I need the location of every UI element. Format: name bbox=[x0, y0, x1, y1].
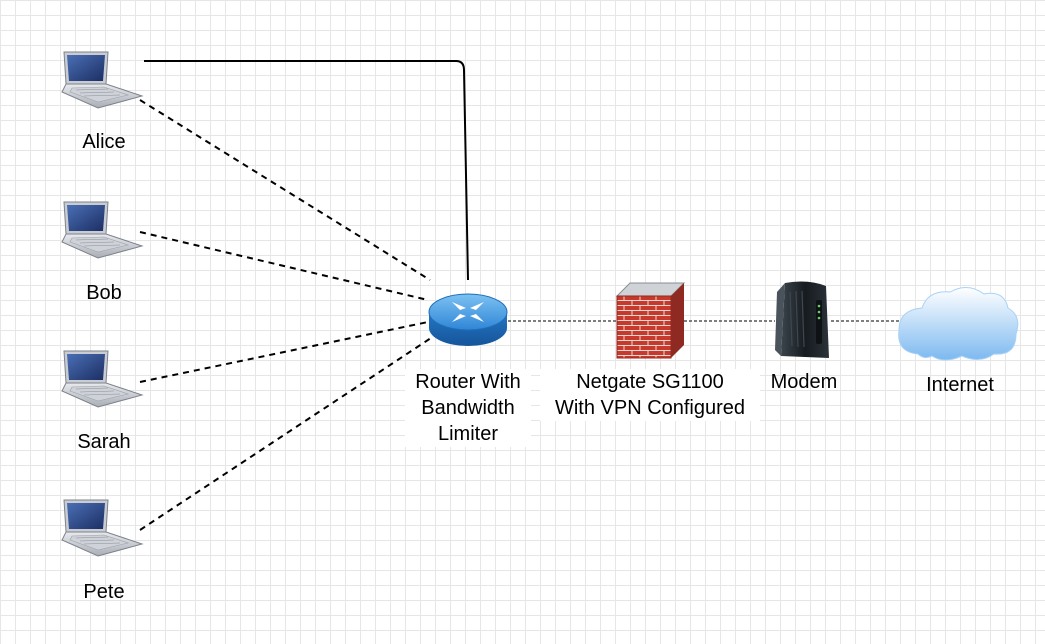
router-label: Router With Bandwidth Limiter bbox=[405, 369, 531, 447]
edge-alice-router bbox=[139, 99, 431, 281]
cloud-icon[interactable] bbox=[898, 287, 1019, 361]
firewall-icon[interactable] bbox=[615, 282, 686, 359]
firewall-label-line-2: With VPN Configured bbox=[554, 397, 746, 419]
laptop-icon[interactable] bbox=[61, 51, 143, 109]
bob-label: Bob bbox=[86, 282, 122, 304]
internet-label: Internet bbox=[926, 374, 994, 396]
modem-label: Modem bbox=[770, 371, 838, 393]
router-label-line-1: Router With bbox=[415, 371, 521, 393]
edge-alice-router-solid bbox=[144, 60, 469, 281]
laptop-icon[interactable] bbox=[61, 350, 143, 408]
sarah-label: Sarah bbox=[77, 431, 131, 453]
firewall-label-line-1: Netgate SG1100 bbox=[576, 371, 724, 393]
router-label-line-3: Limiter bbox=[437, 423, 498, 445]
firewall-label: Netgate SG1100 With VPN Configured bbox=[540, 369, 760, 421]
router-icon[interactable] bbox=[428, 293, 508, 346]
laptop-icon[interactable] bbox=[61, 201, 143, 259]
laptop-icon[interactable] bbox=[61, 499, 143, 557]
edge-bob-router bbox=[139, 231, 429, 301]
edge-pete-router bbox=[139, 335, 435, 531]
pete-label: Pete bbox=[83, 581, 125, 603]
edge-sarah-router bbox=[139, 321, 429, 383]
router-label-line-2: Bandwidth bbox=[421, 397, 515, 419]
modem-icon[interactable] bbox=[775, 281, 829, 358]
alice-label: Alice bbox=[82, 131, 126, 153]
